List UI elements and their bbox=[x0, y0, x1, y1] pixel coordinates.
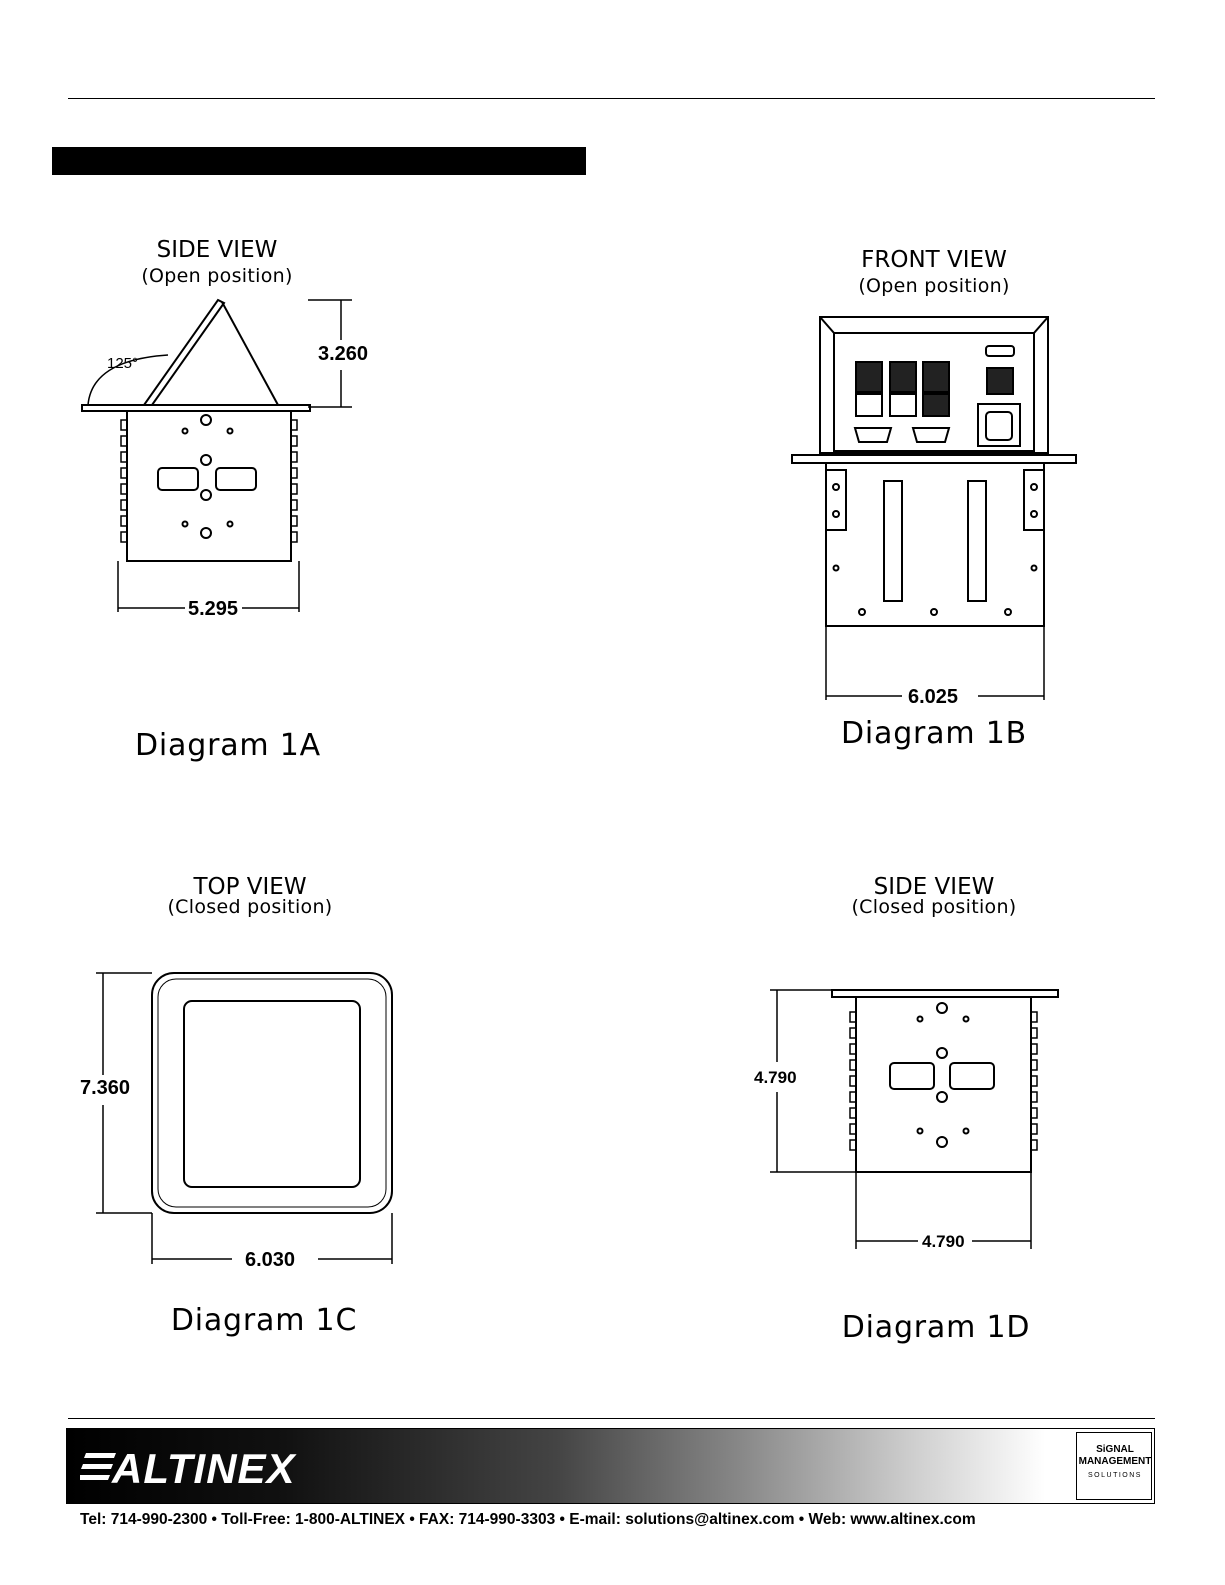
altinex-logo: ALTINEX bbox=[112, 1445, 296, 1492]
diagram-1a-height-dim: 3.260 bbox=[318, 343, 368, 365]
diagram-1d-subtitle: (Closed position) bbox=[851, 896, 1017, 918]
badge-text: SiGNAL MANAGEMENT bbox=[1078, 1444, 1152, 1468]
diagram-1b-caption: Diagram 1B bbox=[840, 716, 1027, 751]
diagram-1d-caption: Diagram 1D bbox=[841, 1310, 1031, 1345]
badge-line-1: SiGNAL bbox=[1096, 1444, 1134, 1455]
diagram-1b-width-dim: 6.025 bbox=[908, 686, 958, 708]
diagram-1a-title: SIDE VIEW bbox=[156, 237, 278, 263]
diagram-1c-caption: Diagram 1C bbox=[170, 1303, 358, 1338]
diagram-1d-height-dim: 4.790 bbox=[754, 1068, 797, 1087]
header-rule bbox=[68, 98, 1155, 99]
diagram-1b-title: FRONT VIEW bbox=[861, 247, 1007, 273]
footer-banner bbox=[66, 1428, 1155, 1504]
contact-info: Tel: 714-990-2300 • Toll-Free: 1-800-ALT… bbox=[80, 1511, 976, 1528]
badge-line-3: SOLUTIONS bbox=[1088, 1472, 1142, 1479]
altinex-logo-mark-icon bbox=[80, 1453, 116, 1480]
diagram-1d-title: SIDE VIEW bbox=[873, 874, 995, 900]
diagram-1a-angle-label: 125° bbox=[107, 355, 138, 372]
diagram-1d-width-dim: 4.790 bbox=[922, 1232, 965, 1251]
badge-line-2: MANAGEMENT bbox=[1078, 1456, 1152, 1467]
diagram-1a-width-dim: 5.295 bbox=[188, 598, 238, 620]
signal-management-badge bbox=[1076, 1432, 1152, 1500]
diagram-1c-subtitle: (Closed position) bbox=[167, 896, 333, 918]
diagram-1a-caption: Diagram 1A bbox=[135, 728, 321, 763]
diagram-1a-subtitle: (Open position) bbox=[141, 265, 293, 287]
diagram-1c-width-dim: 6.030 bbox=[245, 1249, 295, 1271]
diagram-1c-title: TOP VIEW bbox=[193, 874, 307, 900]
diagram-1b-subtitle: (Open position) bbox=[858, 275, 1010, 297]
diagram-1c-height-dim: 7.360 bbox=[80, 1077, 130, 1099]
footer-rule bbox=[68, 1418, 1155, 1419]
section-title-bar bbox=[52, 147, 586, 175]
